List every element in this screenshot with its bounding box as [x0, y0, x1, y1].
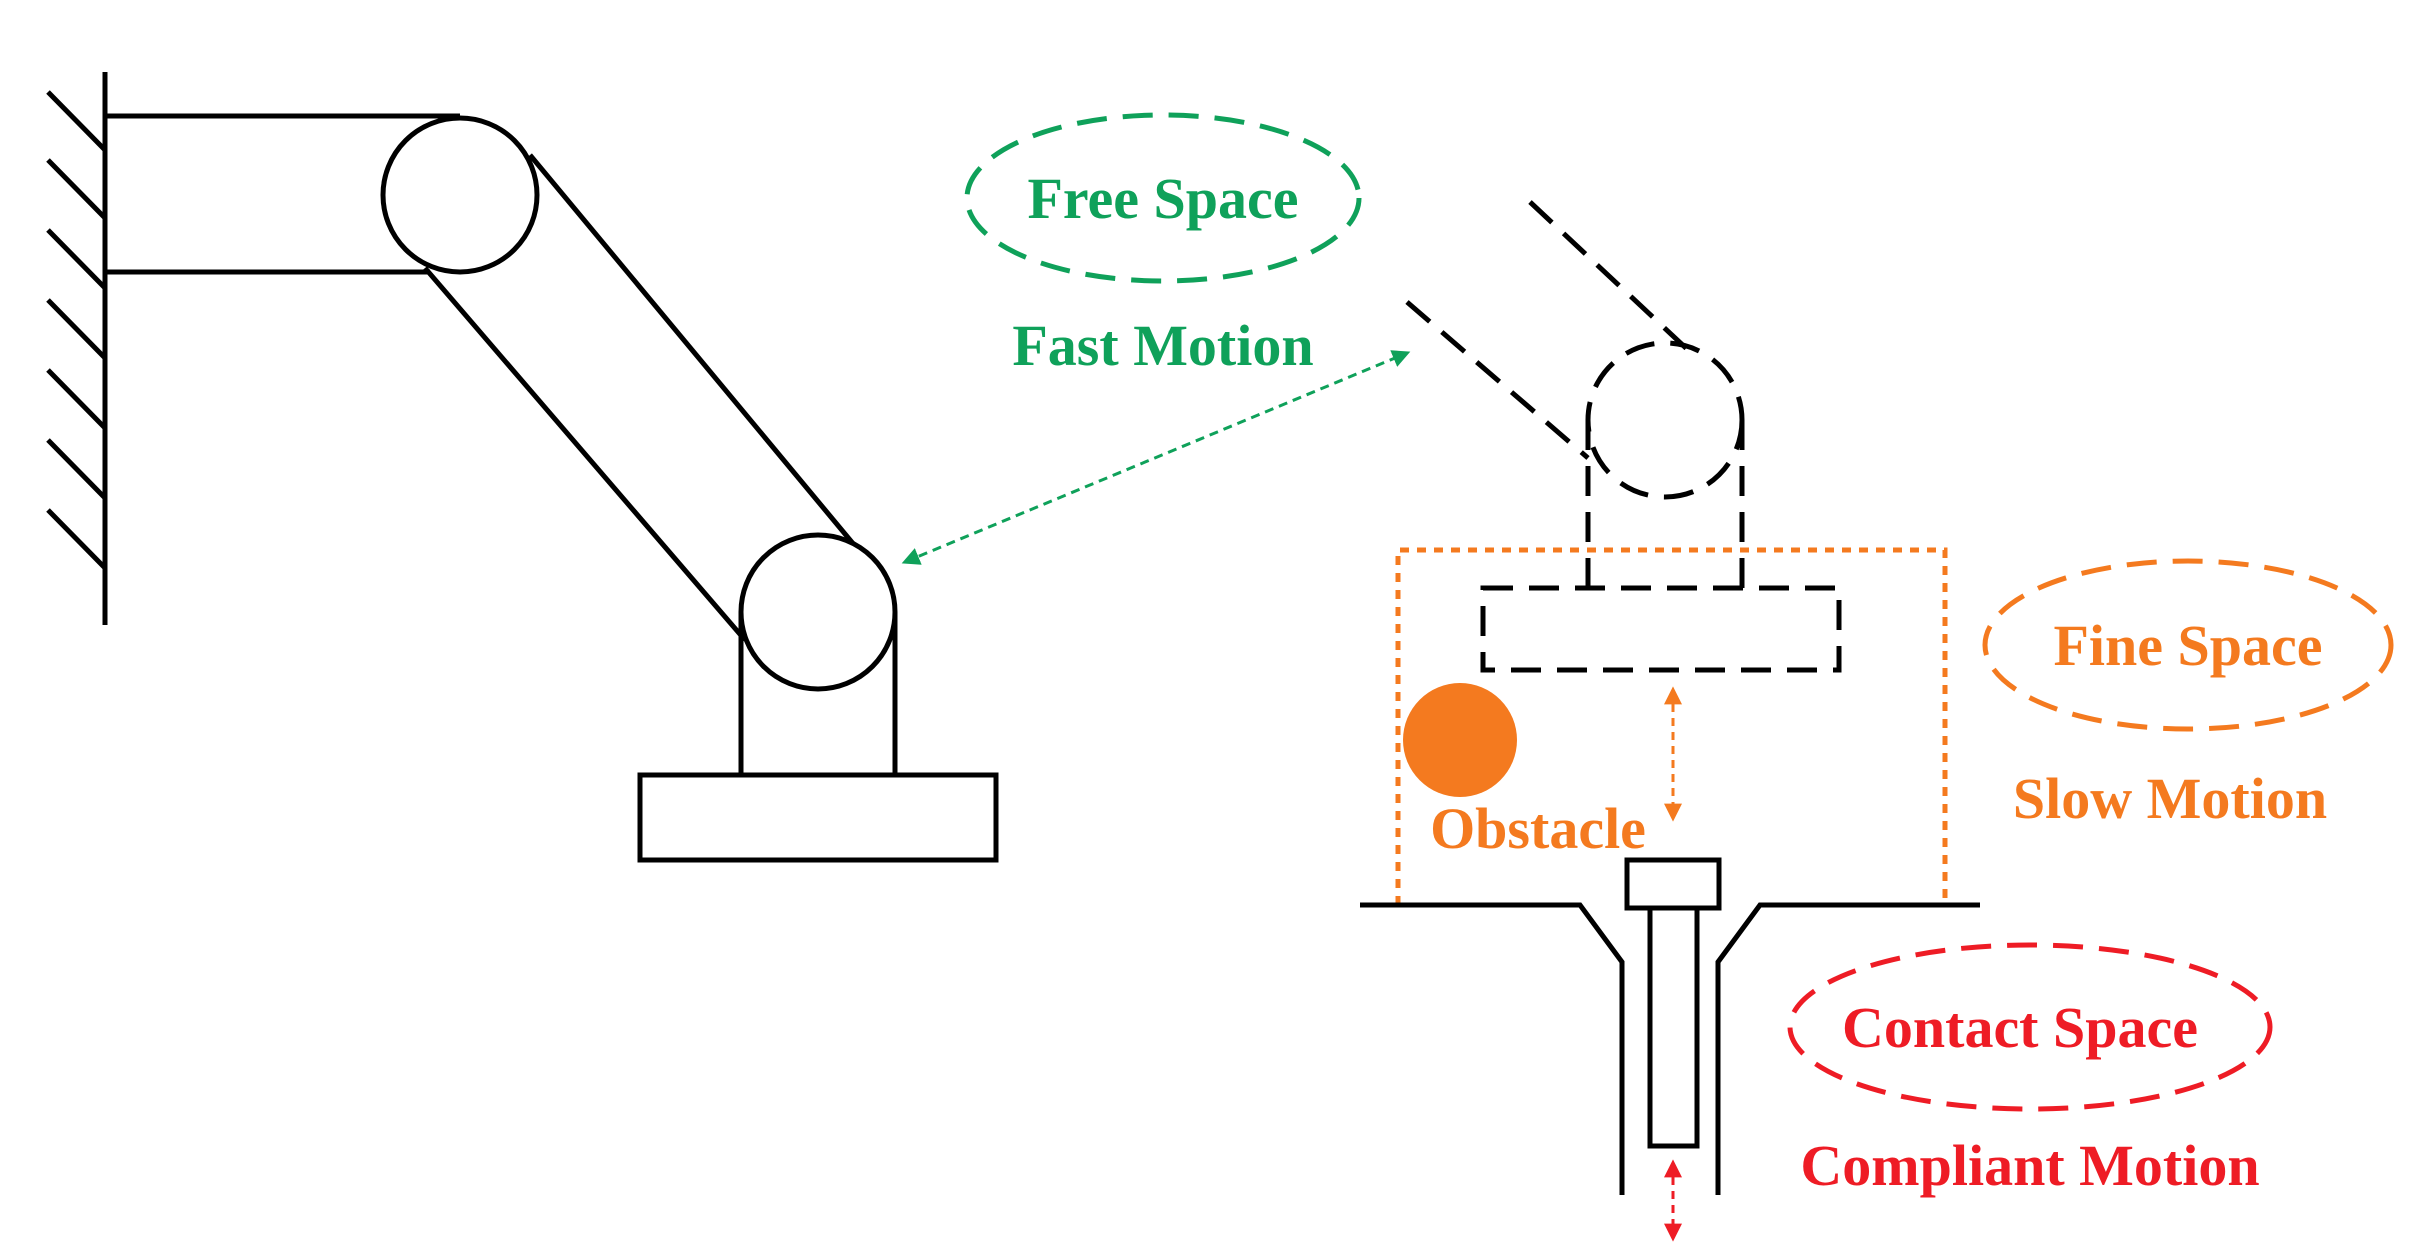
fine-space-boundary [1395, 547, 1948, 905]
contact-space-ellipse [1787, 942, 2273, 1112]
shoulder-joint [380, 115, 540, 275]
end-effector [637, 772, 999, 863]
fore-link-lower [423, 266, 747, 642]
free-space-label: Free Space [1027, 166, 1298, 231]
fast-motion-arrow [901, 350, 1411, 565]
slow-motion-label: Slow Motion [2013, 766, 2327, 831]
compliant-motion-label: Compliant Motion [1800, 1133, 2259, 1198]
peg [1624, 857, 1722, 1149]
fine-space-label: Fine Space [2053, 613, 2322, 678]
fixed-wall [46, 72, 108, 625]
robot-arm [105, 113, 999, 863]
target-gripper [1480, 585, 1842, 673]
fore-link-upper [528, 153, 877, 572]
workpiece-surface [1360, 902, 1980, 1195]
free-space-ellipse [964, 112, 1362, 284]
obstacle-circle [1403, 683, 1517, 797]
elbow-joint [738, 532, 898, 692]
obstacle-label: Obstacle [1430, 796, 1646, 861]
fine-space-ellipse [1982, 558, 2394, 732]
fast-motion-label: Fast Motion [1012, 313, 1313, 378]
target-arm-dashed [1405, 200, 1842, 673]
contact-space-label: Contact Space [1842, 995, 2198, 1060]
target-joint [1585, 340, 1745, 500]
